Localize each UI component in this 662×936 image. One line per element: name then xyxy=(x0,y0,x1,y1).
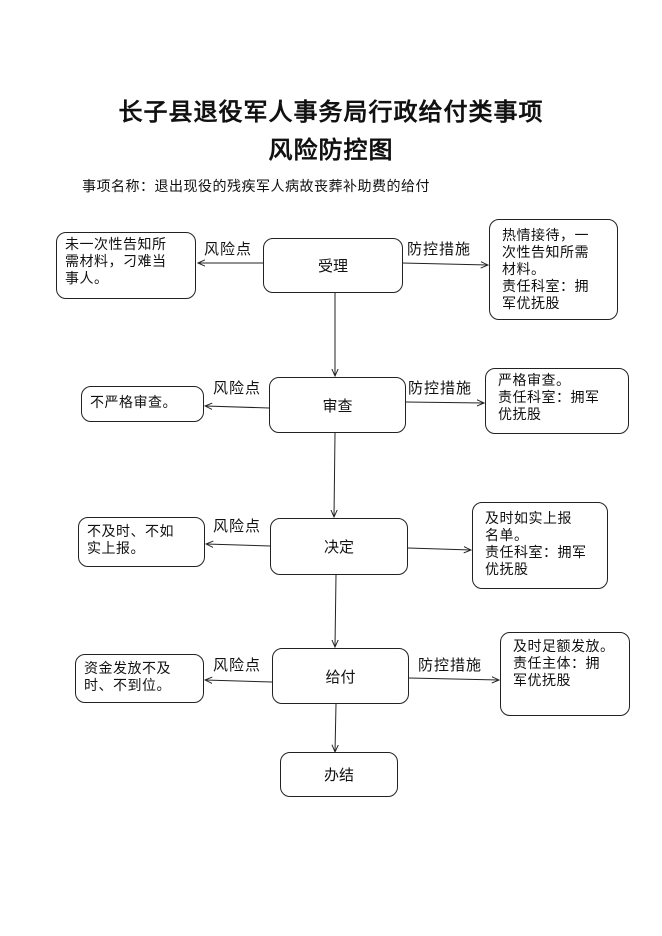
step-finish-label: 办结 xyxy=(323,766,354,784)
arrow-measure-pay xyxy=(408,678,499,680)
measure-label-accept: 防控措施 xyxy=(407,240,472,258)
risk-note-line: 未一次性告知所 xyxy=(65,237,167,253)
arrow-risk-pay xyxy=(205,680,273,682)
step-review: 审查 xyxy=(269,377,406,433)
arrow-measure-accept xyxy=(401,263,488,265)
risk-note-pay: 资金发放不及 时、不到位。 xyxy=(75,654,204,703)
risk-label-decide: 风险点 xyxy=(213,517,262,535)
subject-line: 事项名称：退出现役的残疾军人病故丧葬补助费的给付 xyxy=(82,179,430,195)
risk-note-line: 不及时、不如 xyxy=(87,524,174,540)
measure-note-line: 及时足额发放。 xyxy=(513,639,615,655)
measure-note-line: 名单。 xyxy=(485,528,529,544)
arrow-risk-decide xyxy=(206,544,271,546)
measure-note-pay: 及时足额发放。 责任主体：拥 军优抚股 xyxy=(500,632,630,716)
step-finish: 办结 xyxy=(280,752,398,797)
risk-label-review: 风险点 xyxy=(213,379,262,397)
step-review-label: 审查 xyxy=(322,396,353,415)
arrow-measure-review xyxy=(405,402,484,403)
measure-note-line: 责任科室：拥军 xyxy=(485,545,587,561)
measure-label-review: 防控措施 xyxy=(408,379,473,397)
measure-note-accept: 热情接待，一 次性告知所需 材料。 责任科室：拥 军优抚股 xyxy=(489,219,618,320)
measure-note-line: 优抚股 xyxy=(498,407,542,423)
measure-note-line: 材料。 xyxy=(502,262,546,278)
step-decide: 决定 xyxy=(270,518,408,575)
measure-note-line: 责任科室：拥军 xyxy=(498,390,600,406)
risk-note-line: 需材料，刁难当 xyxy=(65,254,167,270)
risk-note-review: 不严格审查。 xyxy=(81,386,204,422)
measure-note-line: 责任科室：拥 xyxy=(502,279,589,295)
step-accept: 受理 xyxy=(263,238,403,293)
page-subtitle: 风险防控图 xyxy=(268,135,394,164)
measure-note-line: 次性告知所需 xyxy=(502,245,589,261)
measure-note-line: 军优抚股 xyxy=(513,673,571,689)
arrow-review-decide xyxy=(334,432,335,517)
arrow-measure-decide xyxy=(407,548,471,550)
measure-note-line: 严格审查。 xyxy=(498,373,571,389)
measure-note-line: 及时如实上报 xyxy=(485,511,572,527)
step-decide-label: 决定 xyxy=(323,538,354,556)
risk-note-line: 时、不到位。 xyxy=(84,678,171,694)
step-pay: 给付 xyxy=(272,648,409,704)
measure-note-review: 严格审查。 责任科室：拥军 优抚股 xyxy=(485,368,629,434)
measure-note-line: 热情接待，一 xyxy=(502,228,589,244)
measure-note-line: 军优抚股 xyxy=(502,296,560,312)
arrow-decide-pay xyxy=(335,574,336,647)
measure-note-line: 优抚股 xyxy=(485,562,529,578)
arrow-pay-finish xyxy=(335,703,336,752)
arrow-risk-review xyxy=(205,406,270,408)
risk-note-line: 资金发放不及 xyxy=(84,661,171,677)
measure-note-decide: 及时如实上报 名单。 责任科室：拥军 优抚股 xyxy=(472,502,608,589)
page-title: 长子县退役军人事务局行政给付类事项 xyxy=(118,97,544,126)
step-accept-label: 受理 xyxy=(317,257,348,275)
risk-note-accept: 未一次性告知所 需材料，刁难当 事人。 xyxy=(56,232,196,299)
risk-note-decide: 不及时、不如 实上报。 xyxy=(78,517,205,567)
risk-label-accept: 风险点 xyxy=(204,240,253,258)
risk-note-line: 事人。 xyxy=(65,271,109,287)
measure-label-pay: 防控措施 xyxy=(418,656,483,674)
measure-note-line: 责任主体：拥 xyxy=(513,656,600,672)
risk-note-line: 不严格审查。 xyxy=(90,395,177,411)
risk-label-pay: 风险点 xyxy=(213,656,262,674)
step-pay-label: 给付 xyxy=(325,667,356,686)
risk-note-line: 实上报。 xyxy=(87,541,145,557)
